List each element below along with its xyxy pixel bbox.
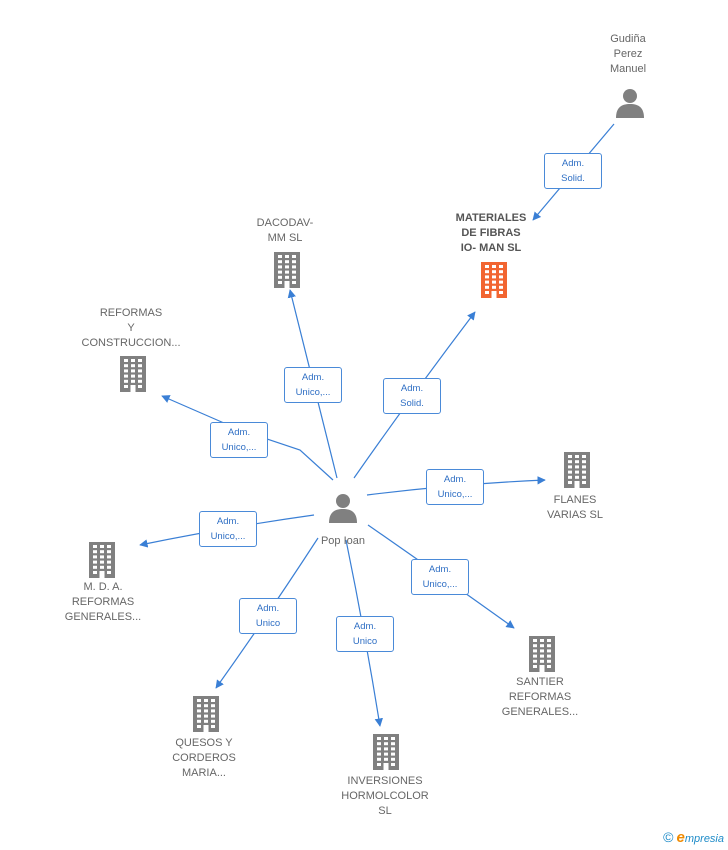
node-label-quesos[interactable]: QUESOS Y CORDEROS MARIA...	[172, 737, 236, 779]
building-icon[interactable]	[87, 542, 117, 583]
building-icon[interactable]	[118, 356, 148, 397]
copyright-symbol: ©	[663, 829, 674, 845]
node-label-santier[interactable]: SANTIER REFORMAS GENERALES...	[501, 676, 579, 718]
node-label-mda[interactable]: M. D. A. REFORMAS GENERALES...	[64, 581, 142, 623]
building-icon[interactable]	[272, 252, 302, 293]
edge-label-materiales[interactable]: Adm. Solid.	[383, 378, 441, 414]
edge-label-dacodav[interactable]: Adm. Unico,...	[284, 367, 342, 403]
building-icon[interactable]	[527, 636, 557, 677]
node-label-dacodav[interactable]: DACODAV- MM SL	[256, 217, 314, 244]
node-label-center[interactable]: Pop Ioan	[320, 535, 366, 547]
edge-label-mda[interactable]: Adm. Unico,...	[199, 511, 257, 547]
person-icon[interactable]	[328, 493, 358, 528]
edge-center-to-reformas_y	[161, 395, 334, 481]
brand-footer: © empresia	[663, 829, 724, 846]
node-label-materiales[interactable]: MATERIALES DE FIBRAS IO- MAN SL	[455, 212, 527, 254]
edge-label-quesos[interactable]: Adm. Unico	[239, 598, 297, 634]
edge-label-inversiones[interactable]: Adm. Unico	[336, 616, 394, 652]
brand-initial: e	[676, 829, 685, 846]
building-icon[interactable]	[479, 262, 509, 303]
node-label-gudina[interactable]: Gudiña Perez Manuel	[609, 33, 647, 75]
edge-label-materiales[interactable]: Adm. Solid.	[544, 153, 602, 189]
building-icon[interactable]	[371, 734, 401, 775]
brand-name: mpresia	[684, 833, 724, 845]
edge-label-flanes[interactable]: Adm. Unico,...	[426, 469, 484, 505]
node-label-inversiones[interactable]: INVERSIONES HORMOLCOLOR SL	[341, 775, 429, 817]
building-icon[interactable]	[191, 696, 221, 737]
edge-label-santier[interactable]: Adm. Unico,...	[411, 559, 469, 595]
node-label-reformas-y[interactable]: REFORMAS Y CONSTRUCCION...	[81, 307, 181, 349]
edge-label-reformas-y[interactable]: Adm. Unico,...	[210, 422, 268, 458]
building-icon[interactable]	[562, 452, 592, 493]
node-label-flanes[interactable]: FLANES VARIAS SL	[546, 494, 604, 521]
person-icon[interactable]	[615, 88, 645, 123]
